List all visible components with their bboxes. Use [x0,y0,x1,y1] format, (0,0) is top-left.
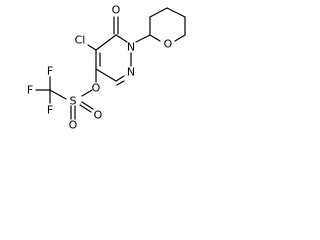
atom-label-nitrogen-n2: N [127,66,135,79]
bond-c5-c6 [95,68,117,82]
bond-thp-c6-o [174,34,186,42]
bond-c4-cl [87,44,97,51]
atom-label-fluorine-top: F [47,65,53,78]
molecule-drawing: Cl O N N O O S O O F F F [27,4,186,132]
atom-label-sulfonyl-oxygen-down: O [69,119,78,132]
atom-label-carbonyl-oxygen: O [112,4,121,17]
bond-thp-c4-c5 [166,7,186,18]
bond-c6-n2 [115,75,125,82]
bond-n1-thp-c2 [135,34,151,43]
bond-thp-c3-c4 [149,7,168,18]
chemical-structure-diagram: Cl O N N O O S O O F F F [27,4,186,132]
atom-label-sulfur: S [70,95,77,108]
bond-c3-c4 [95,34,117,51]
atom-label-nitrogen-n1: N [127,41,135,54]
atom-label-fluorine-left: F [27,84,33,97]
bond-o-ester-s [81,89,93,97]
atom-label-fluorine-bottom: F [47,104,53,117]
bond-s-o-right [81,101,94,110]
bond-s-o-right-double [79,104,92,113]
atom-label-ring-oxygen: O [164,38,173,51]
bond-s-cf3 [49,89,67,100]
atom-label-sulfonyl-oxygen-right: O [94,109,103,122]
bond-thp-o-c2 [149,34,161,42]
atom-label-ester-oxygen: O [92,82,101,95]
bond-c6-n2-double [116,80,125,86]
atom-label-chlorine: Cl [75,34,86,47]
bond-n1-c3 [115,34,128,43]
